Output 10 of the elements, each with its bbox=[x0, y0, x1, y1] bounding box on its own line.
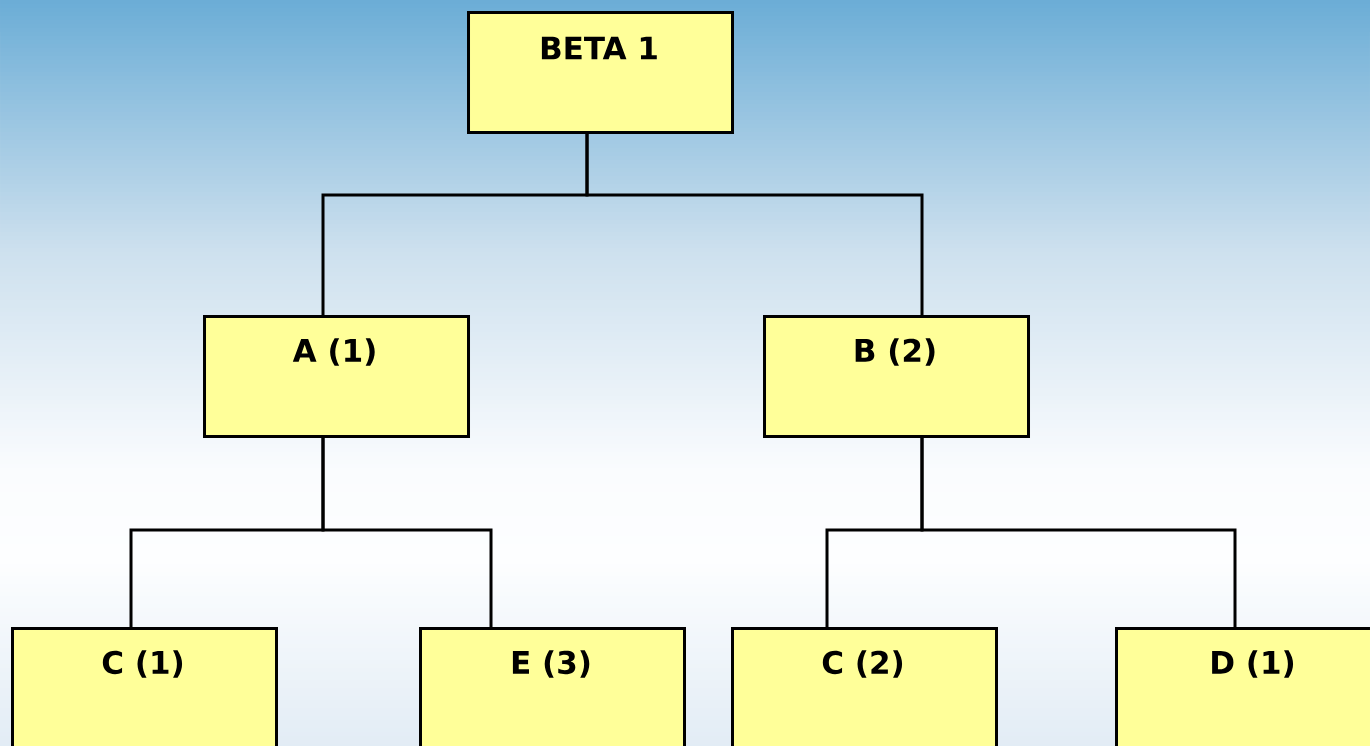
tree-box: C (2) bbox=[731, 627, 998, 746]
tree-box: C (1) bbox=[11, 627, 278, 746]
tree-box: B (2) bbox=[763, 315, 1030, 438]
connector-line bbox=[585, 134, 924, 315]
tree-box: D (1) bbox=[1115, 627, 1370, 746]
connector-line bbox=[920, 438, 1237, 627]
tree-box: BETA 1 bbox=[467, 11, 734, 134]
connector-line bbox=[321, 438, 493, 627]
tree-box: A (1) bbox=[203, 315, 470, 438]
tree-box: E (3) bbox=[419, 627, 686, 746]
